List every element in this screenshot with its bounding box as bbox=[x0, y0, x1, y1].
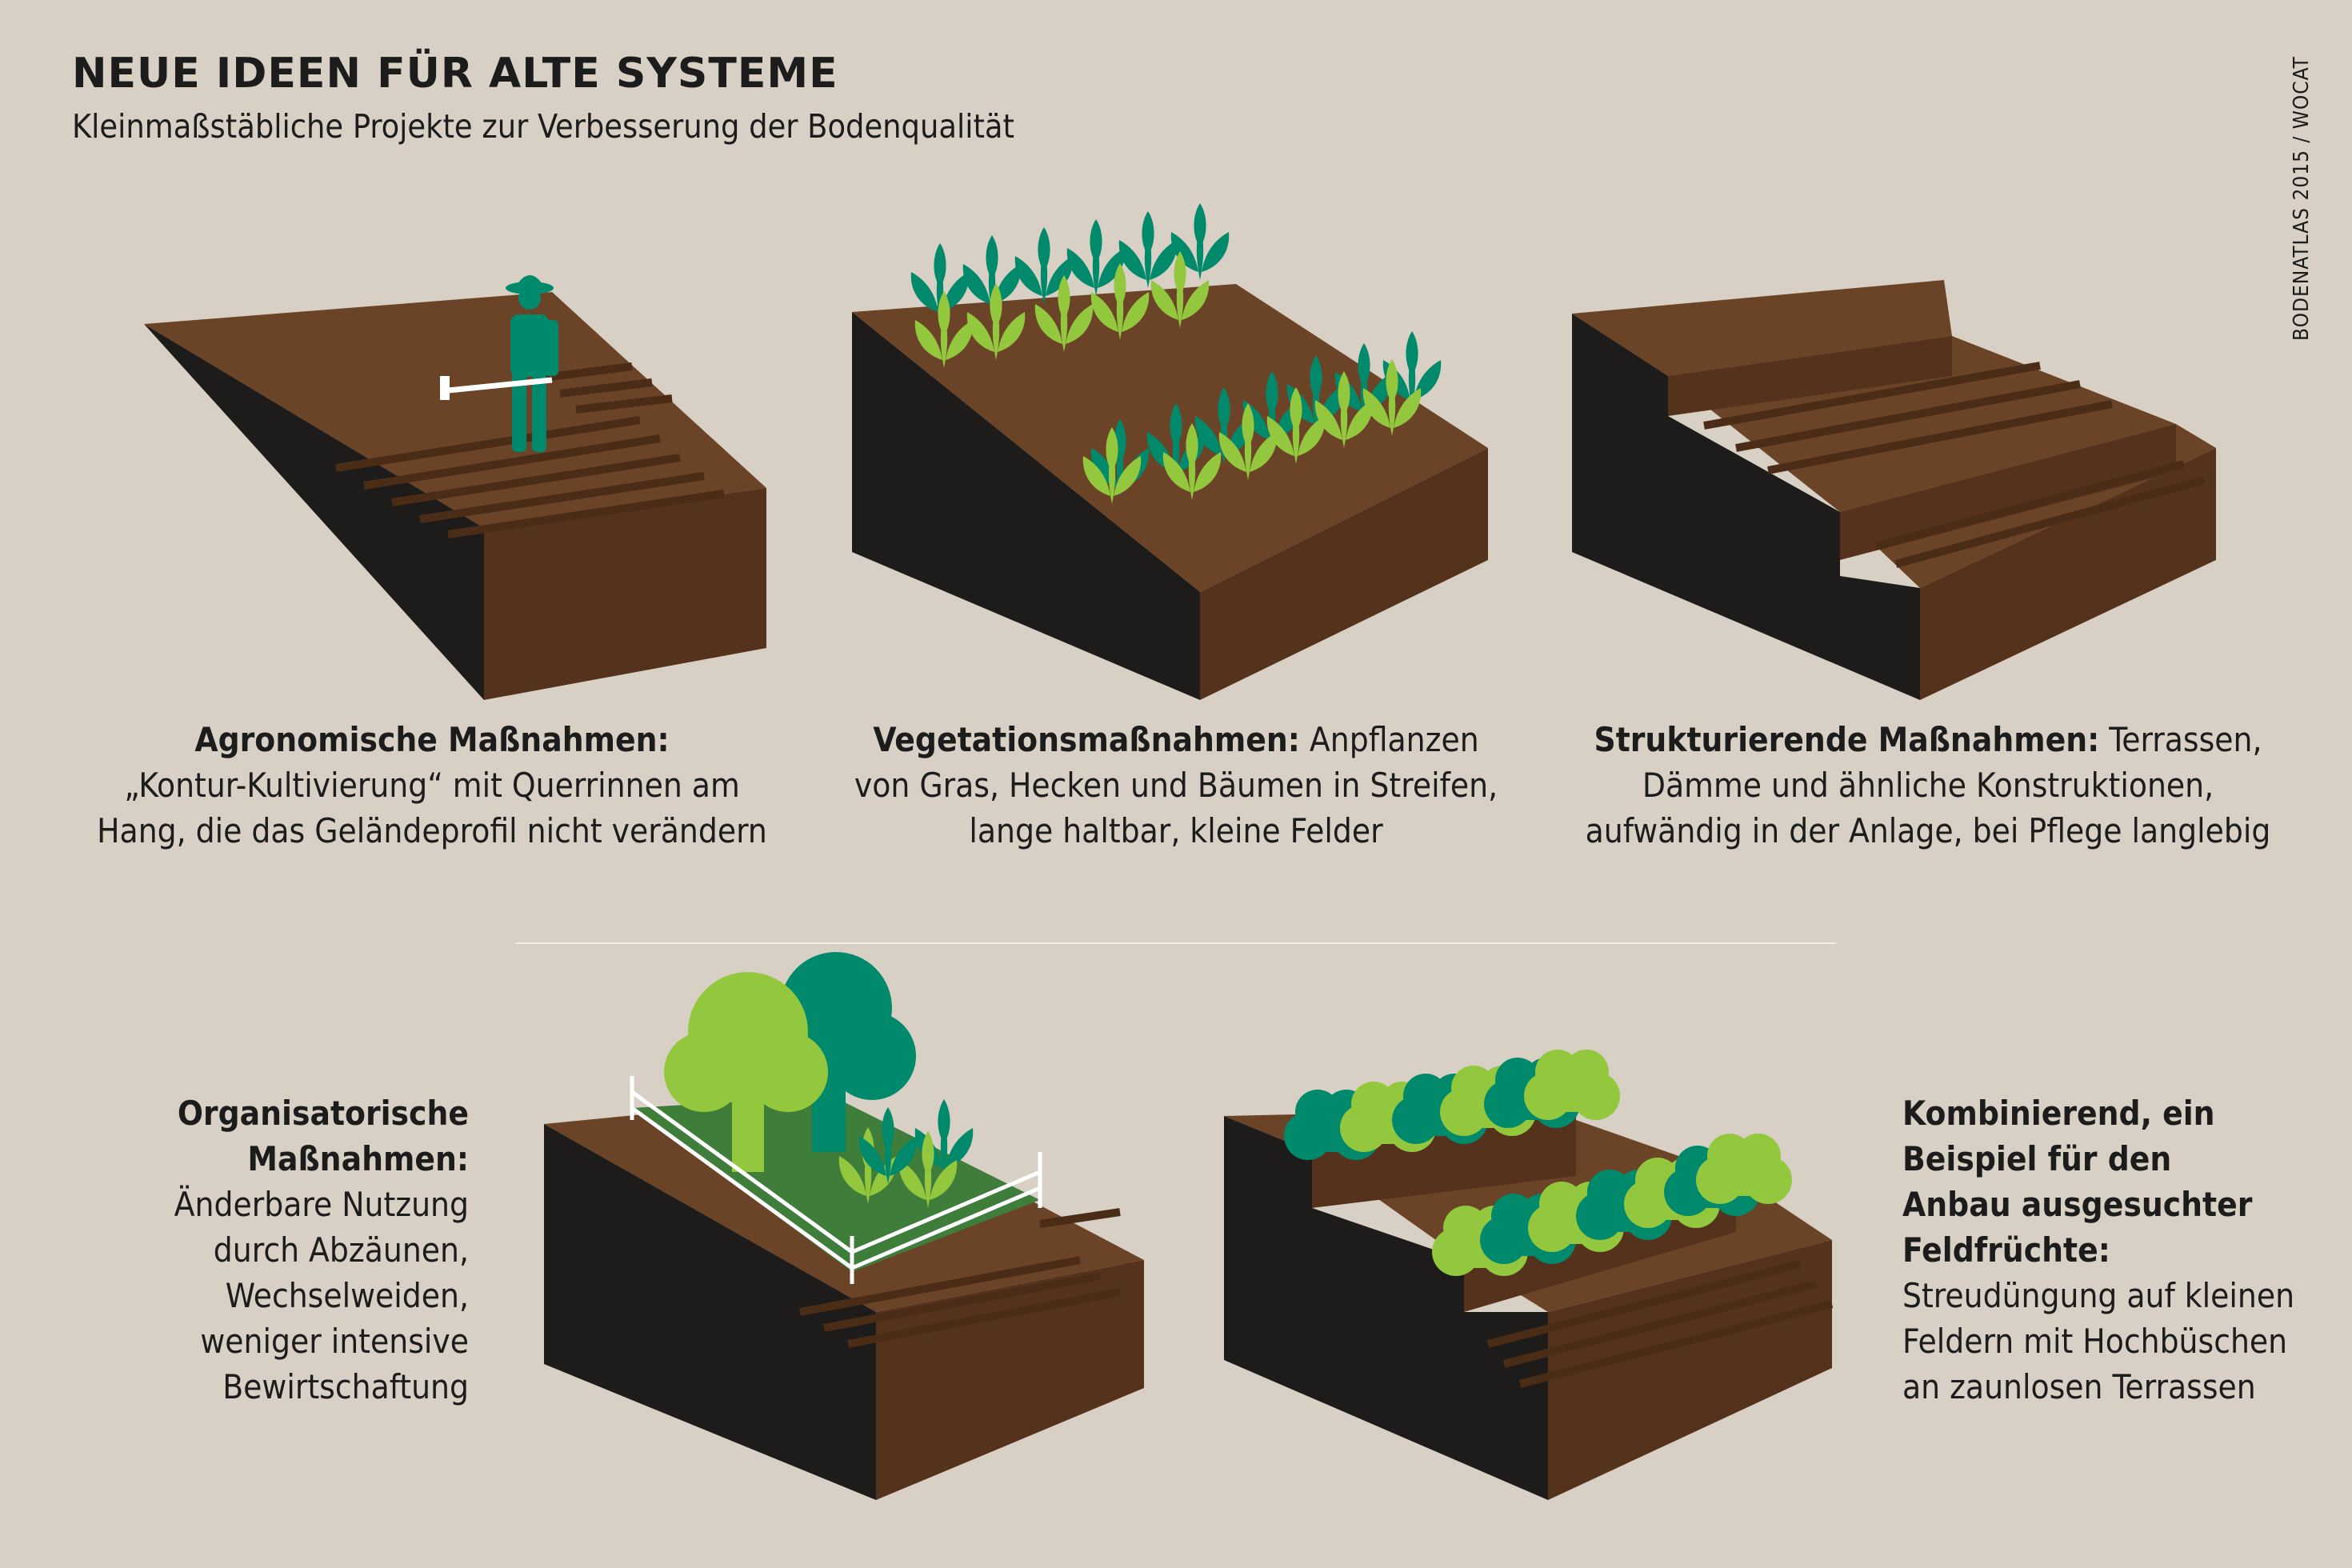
caption-heading: Kombinierend, ein bbox=[1902, 1094, 2215, 1133]
caption-structural: Strukturierende Maßnahmen: Terrassen, Dä… bbox=[1552, 717, 2304, 854]
agronomic-block bbox=[144, 275, 766, 700]
caption-line: von Gras, Hecken und Bäumen in Streifen, bbox=[854, 766, 1498, 805]
page-subtitle: Kleinmaßstäbliche Projekte zur Verbesser… bbox=[72, 107, 1014, 146]
field-furrows bbox=[799, 1208, 1121, 1348]
tree-light-icon bbox=[664, 972, 828, 1172]
caption-agronomic: Agronomische Maßnahmen: „Kontur-Kultivie… bbox=[64, 717, 800, 854]
caption-heading: Vegetationsmaßnahmen: bbox=[873, 720, 1300, 759]
caption-line: Hang, die das Geländeprofil nicht veränd… bbox=[97, 811, 767, 850]
caption-line: Feldern mit Hochbüschen bbox=[1902, 1322, 2288, 1361]
caption-line: Bewirtschaftung bbox=[222, 1367, 469, 1406]
caption-heading: Organisatorische bbox=[177, 1094, 469, 1133]
caption-heading: Maßnahmen: bbox=[247, 1139, 469, 1178]
caption-line: Streudüngung auf kleinen bbox=[1902, 1276, 2295, 1315]
caption-line: „Kontur-Kultivierung“ mit Querrinnen am bbox=[124, 766, 740, 805]
caption-organisational: Organisatorische Maßnahmen: Änderbare Nu… bbox=[48, 1090, 469, 1410]
caption-line: weniger intensive bbox=[200, 1322, 469, 1361]
terrace-block bbox=[1572, 280, 2216, 700]
caption-line: lange haltbar, kleine Felder bbox=[969, 811, 1383, 850]
farmer-icon bbox=[506, 275, 558, 452]
fence bbox=[630, 1076, 1042, 1284]
caption-line: an zaunlosen Terrassen bbox=[1902, 1367, 2256, 1406]
contour-furrows bbox=[335, 362, 725, 538]
fenced-block bbox=[544, 952, 1144, 1500]
caption-combined: Kombinierend, ein Beispiel für den Anbau… bbox=[1902, 1090, 2334, 1410]
caption-heading: Feldfrüchte: bbox=[1902, 1230, 2110, 1270]
caption-heading: Agronomische Maßnahmen: bbox=[194, 720, 670, 759]
hoe-icon bbox=[440, 376, 553, 400]
section-divider bbox=[516, 942, 1836, 944]
caption-line: Änderbare Nutzung bbox=[174, 1185, 469, 1224]
caption-heading: Anbau ausgesuchter bbox=[1902, 1185, 2253, 1224]
caption-heading-rest: Terrassen, bbox=[2099, 720, 2262, 759]
combined-block bbox=[1224, 1050, 1834, 1500]
caption-line: aufwändig in der Anlage, bei Pflege lang… bbox=[1585, 811, 2271, 850]
caption-heading: Strukturierende Maßnahmen: bbox=[1594, 720, 2100, 759]
caption-heading-rest: Anpflanzen bbox=[1299, 720, 1479, 759]
caption-vegetation: Vegetationsmaßnahmen: Anpflanzen von Gra… bbox=[808, 717, 1544, 854]
terrace-furrows bbox=[1703, 362, 2206, 568]
caption-heading: Beispiel für den bbox=[1902, 1139, 2172, 1178]
combined-furrows bbox=[1486, 1260, 1834, 1388]
vegetation-block bbox=[852, 203, 1488, 700]
caption-line: Dämme und ähnliche Konstruktionen, bbox=[1642, 766, 2214, 805]
page-title: NEUE IDEEN FÜR ALTE SYSTEME bbox=[72, 50, 838, 98]
caption-line: Wechselweiden, bbox=[225, 1276, 469, 1315]
caption-line: durch Abzäunen, bbox=[213, 1230, 469, 1270]
